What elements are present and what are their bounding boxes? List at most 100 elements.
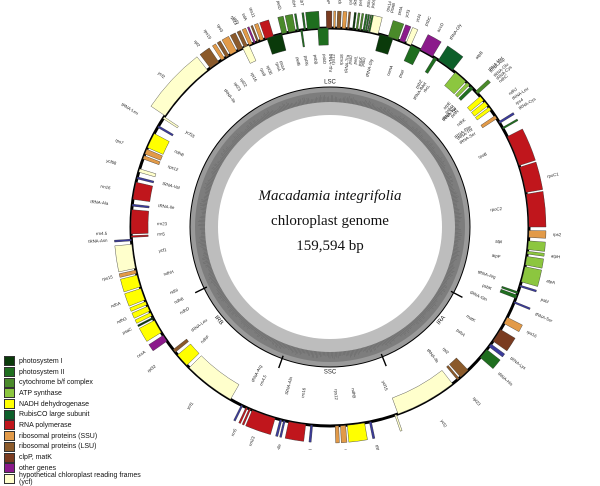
gene-label-trna-ile: tRNA-Ile (158, 203, 175, 210)
legend: photosystem I photosystem II cytochrome b/… (4, 356, 154, 484)
gene-block-psbd (318, 28, 329, 45)
gene-label-cema: cemA (385, 64, 394, 76)
gene-block-rrn23 (246, 410, 276, 434)
gene-label-ndhg: ndhG (116, 316, 128, 325)
gene-block-psaj (353, 12, 357, 29)
legend-label: photosystem I (19, 358, 63, 365)
gene-block-atpf (525, 256, 543, 268)
legend-item: RNA polymerase (4, 420, 154, 431)
legend-label: cytochrome b/f complex (19, 379, 93, 386)
legend-label: RNA polymerase (19, 422, 72, 429)
gene-block-rrn16 (133, 182, 153, 201)
gene-block-rpl20 (337, 11, 341, 28)
gene-label-ndha: ndhA (110, 301, 121, 309)
gene-label-rps2: rps2 (553, 232, 562, 237)
gene-label-atpi: atpI (495, 239, 503, 245)
legend-label: other genes (19, 465, 56, 472)
gene-label-psba: psbA (455, 327, 466, 337)
gene-label-ndhh: ndhH (163, 269, 174, 277)
gene-label-psbb: psbB (313, 54, 319, 64)
gene-label-ycf1: ycf1 (186, 400, 195, 410)
gene-label-rpl23: rpl23 (472, 396, 482, 407)
gene-label-rps11: rps11 (248, 7, 256, 19)
gene-label-rpob: rpoB (477, 151, 487, 159)
legend-rows: photosystem I photosystem II cytochrome b/… (4, 356, 154, 484)
gene-label-trna-ala: tRNA-Ala (284, 376, 293, 395)
gene-label-psbc: psbC (423, 15, 432, 26)
gene-label-rrn4-5: rrn4.5 (96, 231, 108, 236)
gene-label-rrn23: rrn23 (248, 435, 256, 447)
gene-block-trna-leu (369, 422, 375, 439)
legend-swatch (4, 399, 15, 409)
gene-label-rpoc2: rpoC2 (490, 206, 503, 212)
gene-label-atpa: atpA (546, 278, 556, 285)
gene-block-ycf15 (163, 117, 178, 128)
legend-label: photosystem II (19, 369, 65, 376)
gene-block-petn (476, 80, 491, 94)
gene-label-rrn4-5: rrn4.5 (258, 374, 267, 387)
legend-item: clpP, matK (4, 452, 154, 463)
gene-label-clpp: clpP (326, 0, 331, 4)
gene-label-trna-ala: tRNA-Ala (90, 199, 109, 206)
gene-block-ycf68 (139, 169, 156, 177)
gene-block-rpl33 (347, 12, 350, 29)
legend-item: ribosomal proteins (LSU) (4, 442, 154, 453)
legend-label: hypothetical chloroplast reading frames … (19, 472, 154, 486)
gene-label-rps8: rps8 (259, 67, 267, 77)
gene-label-matk: matK (466, 313, 477, 323)
gene-label-rrn5: rrn5 (157, 231, 165, 236)
gene-block-rrn23 (131, 210, 149, 234)
legend-label: ribosomal proteins (LSU) (19, 443, 96, 450)
gene-label-psbl: psbL (370, 0, 377, 9)
gene-label-psbj: psbJ (360, 57, 367, 67)
gene-label-ndhb: ndhB (174, 149, 185, 158)
species-name: Macadamia integrifolia (258, 188, 402, 204)
gene-label-atpf: atpF (492, 253, 502, 259)
gene-label-ycf15: ycf15 (185, 129, 197, 139)
legend-item: RubisCO large subunit (4, 409, 154, 420)
gene-label-psbk: psbK (482, 283, 493, 291)
gene-block-trna-val (309, 425, 313, 442)
gene-label-ndhd: ndhD (179, 306, 190, 315)
gene-block-psbz (425, 57, 437, 73)
gene-label-rpl16: rpl16 (250, 72, 259, 83)
gene-label-rps3: rps3 (216, 23, 225, 33)
gene-block-ycf2 (151, 57, 208, 116)
legend-swatch (4, 453, 15, 463)
legend-item: ribosomal proteins (SSU) (4, 431, 154, 442)
legend-swatch (4, 474, 15, 484)
gene-label-trna-ile: tRNA-Ile (223, 88, 237, 104)
gene-label-trna-leu: tRNA-Leu (121, 102, 140, 116)
gene-block-rps12 (333, 11, 335, 28)
gene-label-ndhi: ndhI (169, 287, 179, 295)
gene-label-trna-gly: tRNA-Gly (365, 58, 374, 78)
gene-label-petb: petB (295, 57, 302, 67)
gene-label-rps19: rps19 (203, 28, 213, 40)
gene-label-ycf2: ycf2 (157, 70, 167, 79)
gene-label-rps12: rps12 (334, 389, 339, 401)
legend-label: RubisCO large subunit (19, 411, 89, 418)
legend-label: clpP, matK (19, 454, 52, 461)
legend-swatch (4, 431, 15, 441)
gene-block-rpoc1 (520, 162, 543, 192)
gene-block-rps2 (529, 230, 546, 238)
gene-label-petg: petG (357, 0, 363, 6)
gene-label-rrn5: rrn5 (230, 427, 238, 437)
gene-label-petd: petD (276, 0, 283, 10)
gene-label-trna-ile: tRNA-Ile (426, 348, 440, 364)
gene-label-psbd: psbD (322, 54, 327, 64)
gene-label-atph: atpH (551, 253, 561, 259)
legend-item: ATP synthase (4, 388, 154, 399)
legend-item: photosystem I (4, 356, 154, 367)
gene-block-trna-val (137, 177, 154, 183)
gene-label-rpl2: rpl2 (442, 346, 451, 355)
gene-label-trna-ile: tRNA-Ile (273, 443, 282, 450)
gene-block-accd (420, 35, 441, 57)
legend-swatch (4, 410, 15, 420)
gene-label-trna-asn: tRNA-Asn (88, 238, 108, 244)
gene-block-psbt (302, 13, 306, 30)
gene-block-ycf3 (243, 45, 256, 63)
gene-label-trna-lys: tRNA-Lys (509, 356, 527, 371)
gene-label-trna-leu: tRNA-Leu (190, 317, 209, 333)
gene-label-rrn16: rrn16 (300, 387, 307, 398)
